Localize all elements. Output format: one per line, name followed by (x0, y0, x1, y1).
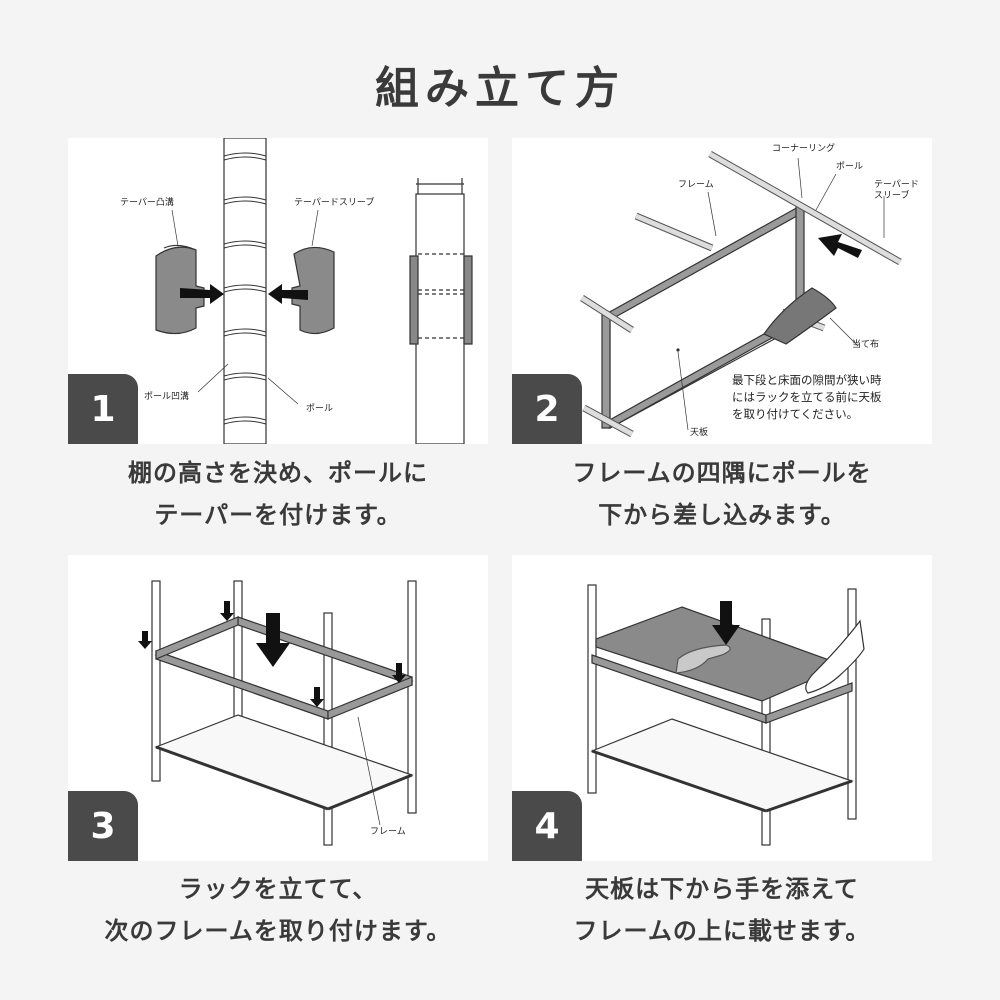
label-pole-groove: ポール凹溝 (144, 392, 190, 402)
caption-line: テーパーを付けます。 (154, 501, 402, 529)
label-taper-sleeve: テーパードスリーブ (294, 198, 375, 208)
step-3-illustration: フレーム 3 (68, 555, 488, 861)
step-2-caption: フレームの四隅にポールを 下から差し込みます。 (512, 452, 932, 536)
caption-line: フレームの四隅にポールを (572, 459, 872, 487)
caption-line: ラックを立てて、 (178, 875, 378, 903)
caption-line: 天板は下から手を添えて (585, 875, 859, 903)
label-pad-cloth: 当て布 (852, 340, 880, 350)
label-taper-groove: テーパー凸溝 (120, 198, 174, 208)
label-frame: フレーム (678, 180, 714, 190)
step-1-caption: 棚の高さを決め、ポールに テーパーを付けます。 (68, 452, 488, 536)
caption-line: 次のフレームを取り付けます。 (104, 917, 452, 945)
step-number-badge: 2 (512, 374, 582, 444)
step-4-illustration: 4 (512, 555, 932, 861)
installation-note: 最下段と床面の隙間が狭い時 にはラックを立てる前に天板 を取り付けてください。 (732, 372, 882, 423)
step-number-badge: 4 (512, 791, 582, 861)
step-3-caption: ラックを立てて、 次のフレームを取り付けます。 (68, 868, 488, 952)
top-board-diagram (587, 584, 865, 846)
rack-frame-diagram (138, 580, 417, 846)
label-taper-sleeve: テーパード スリーブ (874, 180, 919, 201)
note-line: 最下段と床面の隙間が狭い時 (732, 373, 882, 387)
caption-line: フレームの上に載せます。 (573, 917, 871, 945)
page-title: 組み立て方 (375, 63, 625, 114)
label-pole: ポール (306, 404, 334, 414)
step-2-illustration: コーナーリング ポール テーパード スリーブ フレーム 当て布 天板 最下段と床… (512, 138, 932, 444)
label-pole: ポール (836, 162, 864, 172)
label-top-board: 天板 (690, 428, 709, 438)
step-number-badge: 1 (68, 374, 138, 444)
caption-line: 棚の高さを決め、ポールに (128, 459, 428, 487)
step-4-caption: 天板は下から手を添えて フレームの上に載せます。 (512, 868, 932, 952)
step-1-illustration: テーパー凸溝 テーパードスリーブ ポール凹溝 ポール 1 (68, 138, 488, 444)
label-frame: フレーム (370, 827, 406, 837)
note-line: にはラックを立てる前に天板 (732, 390, 882, 404)
pole-taper-diagram (155, 138, 473, 444)
caption-line: 下から差し込みます。 (598, 501, 846, 529)
note-line: を取り付けてください。 (732, 407, 859, 421)
label-corner-ring: コーナーリング (772, 144, 836, 154)
step-number-badge: 3 (68, 791, 138, 861)
frame-pole-diagram (580, 150, 902, 438)
